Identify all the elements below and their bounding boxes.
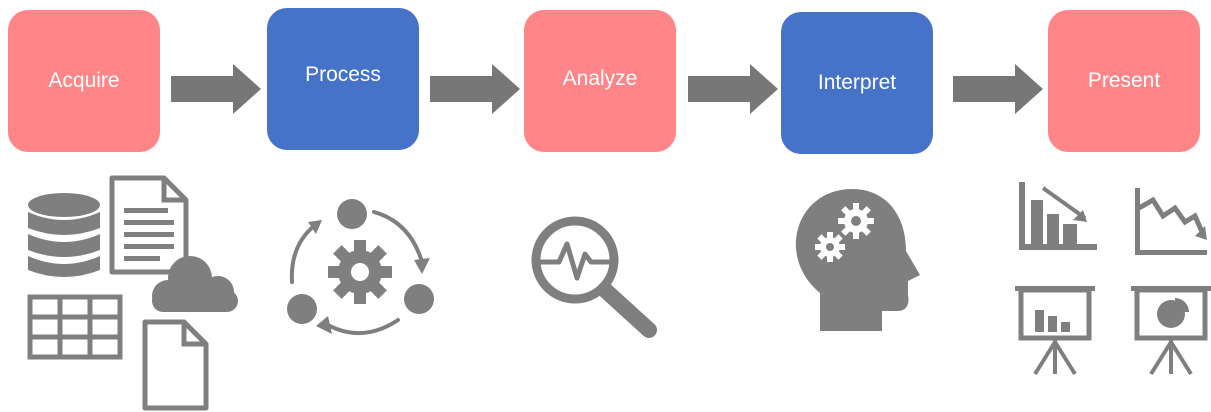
database-icon	[28, 193, 100, 277]
presentation-pie-icon	[1131, 286, 1211, 376]
document-icon	[109, 175, 189, 275]
step-process: Process	[267, 8, 419, 150]
process-cycle-gear-icon	[287, 199, 434, 336]
step-process-label: Process	[305, 63, 381, 86]
bar-chart-trend-icon	[1019, 182, 1097, 250]
presentation-bar-icon	[1015, 286, 1095, 376]
flow-arrow-1	[171, 64, 261, 114]
magnifier-waveform-icon	[531, 216, 657, 338]
step-acquire-label: Acquire	[48, 69, 120, 92]
step-analyze-label: Analyze	[562, 67, 638, 90]
step-acquire: Acquire	[8, 10, 160, 152]
line-chart-down-icon	[1135, 188, 1207, 255]
flow-arrow-3	[688, 64, 778, 114]
flow-arrow-4	[953, 64, 1043, 114]
step-present-label: Present	[1087, 69, 1161, 92]
table-icon	[27, 294, 123, 360]
step-interpret: Interpret	[781, 12, 933, 154]
blank-file-icon	[142, 319, 209, 411]
acquire-icons	[27, 175, 238, 411]
step-analyze: Analyze	[524, 10, 676, 152]
present-icons	[1015, 182, 1211, 376]
head-gears-icon	[795, 189, 920, 331]
step-present: Present	[1048, 10, 1200, 152]
flow-arrow-2	[430, 64, 520, 114]
step-interpret-label: Interpret	[817, 71, 897, 94]
cloud-icon	[152, 256, 238, 312]
